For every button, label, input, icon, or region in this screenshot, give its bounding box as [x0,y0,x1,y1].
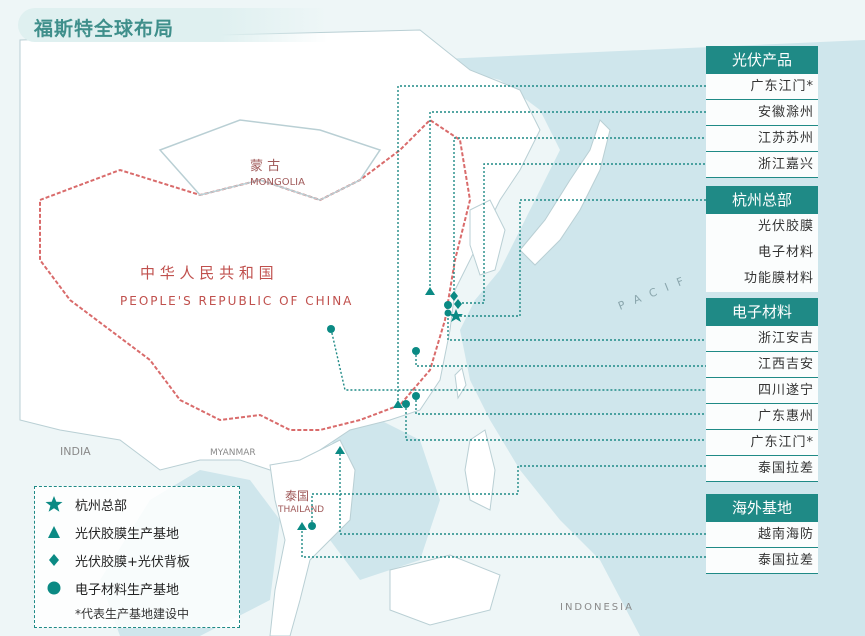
category-em: 电子材料 [706,298,818,326]
marker-triangle-rayong [297,522,307,530]
connector-huizhou [415,396,706,415]
em-item: 四川遂宁 [706,378,818,404]
connector-jiaxing [458,163,706,304]
marker-circle-jiangmen [402,400,410,408]
connector-anji [447,310,706,341]
connector-rayong [301,527,706,558]
borneo-indonesia [389,554,501,626]
connector-jian [415,351,706,367]
indochina [269,439,356,636]
connector-rayong-em [311,465,706,526]
label-thailand-en: THAILAND [277,505,324,515]
pv-item: 广东江门* [706,74,818,100]
em-item: 江西吉安 [706,352,818,378]
em-item: 广东惠州 [706,404,818,430]
label-indonesia: INDONESIA [560,602,634,613]
category-overseas: 海外基地 [706,494,818,522]
pv-item: 浙江嘉兴 [706,152,818,178]
label-mongolia-cn: 蒙 古 [250,159,280,174]
legend-row-pv-film: 光伏胶膜生产基地 [35,521,239,543]
marker-circle-anji [444,309,452,317]
connector-suining [330,328,706,391]
star-icon [45,496,63,512]
circle-icon [47,581,61,595]
label-mongolia-en: MONGOLIA [250,177,305,188]
legend-label: 杭州总部 [75,499,128,514]
hq-item: 光伏胶膜 [706,214,818,240]
title-banner: 福斯特全球布局 [18,8,328,42]
triangle-icon [48,526,60,538]
marker-diamond-suzhou [450,291,458,301]
marker-triangle-jiangmen [393,400,403,408]
category-hq: 杭州总部 [706,186,818,214]
page-title: 福斯特全球布局 [34,18,175,40]
pv-item: 江苏苏州 [706,126,818,152]
marker-circle-jiaxing [444,301,452,309]
south-china-sea [330,420,440,580]
connector-haiphong [339,450,706,535]
connector-hangzhou-hq [456,199,706,317]
legend-label: 光伏胶膜+光伏背板 [75,555,190,570]
category-pv: 光伏产品 [706,46,818,74]
japan-islands [519,119,611,266]
marker-circle-jian [412,347,420,355]
overseas-item: 泰国拉差 [706,548,818,574]
marker-triangle-chuzhou [425,287,435,295]
marker-circle-suining [327,325,335,333]
legend-row-pv-backsheet: 光伏胶膜+光伏背板 [35,549,239,571]
marker-circle-rayong [308,522,316,530]
marker-circle-huizhou [412,392,420,400]
marker-star-hangzhou [449,309,463,322]
connector-chuzhou [429,111,706,290]
legend-note: *代表生产基地建设中 [75,607,190,621]
label-china-en: PEOPLE'S REPUBLIC OF CHINA [120,294,353,308]
connector-suzhou [453,137,706,298]
mongolia-border [158,119,382,201]
legend-row-electronic: 电子材料生产基地 [35,577,239,599]
em-item: 泰国拉差 [706,456,818,482]
markers [297,287,463,530]
connector-jiangmen-em [405,404,706,441]
map-legend: 杭州总部 光伏胶膜生产基地 光伏胶膜+光伏背板 电子材料生产基地 *代表生产基地… [34,486,240,628]
label-thailand-cn: 泰国 [285,489,309,503]
overseas-item: 越南海防 [706,522,818,548]
legend-label: 电子材料生产基地 [75,583,180,598]
label-india: INDIA [60,445,91,458]
philippines [464,429,496,511]
hq-item: 功能膜材料 [706,266,818,292]
em-item: 广东江门* [706,430,818,456]
legend-row-hq: 杭州总部 [35,493,239,515]
pv-item: 安徽滁州 [706,100,818,126]
taiwan-island [454,367,467,400]
diamond-icon [49,554,59,566]
hq-item: 电子材料 [706,240,818,266]
connector-jiangmen-pv [397,85,706,400]
connector-lines [301,85,706,558]
marker-triangle-haiphong [335,446,345,454]
em-item: 浙江安吉 [706,326,818,352]
label-china-cn: 中 华 人 民 共 和 国 [140,264,274,282]
label-myanmar: MYANMAR [210,448,256,458]
marker-diamond-jiaxing [454,299,462,309]
legend-label: 光伏胶膜生产基地 [75,527,180,542]
korea-peninsula [469,199,506,276]
